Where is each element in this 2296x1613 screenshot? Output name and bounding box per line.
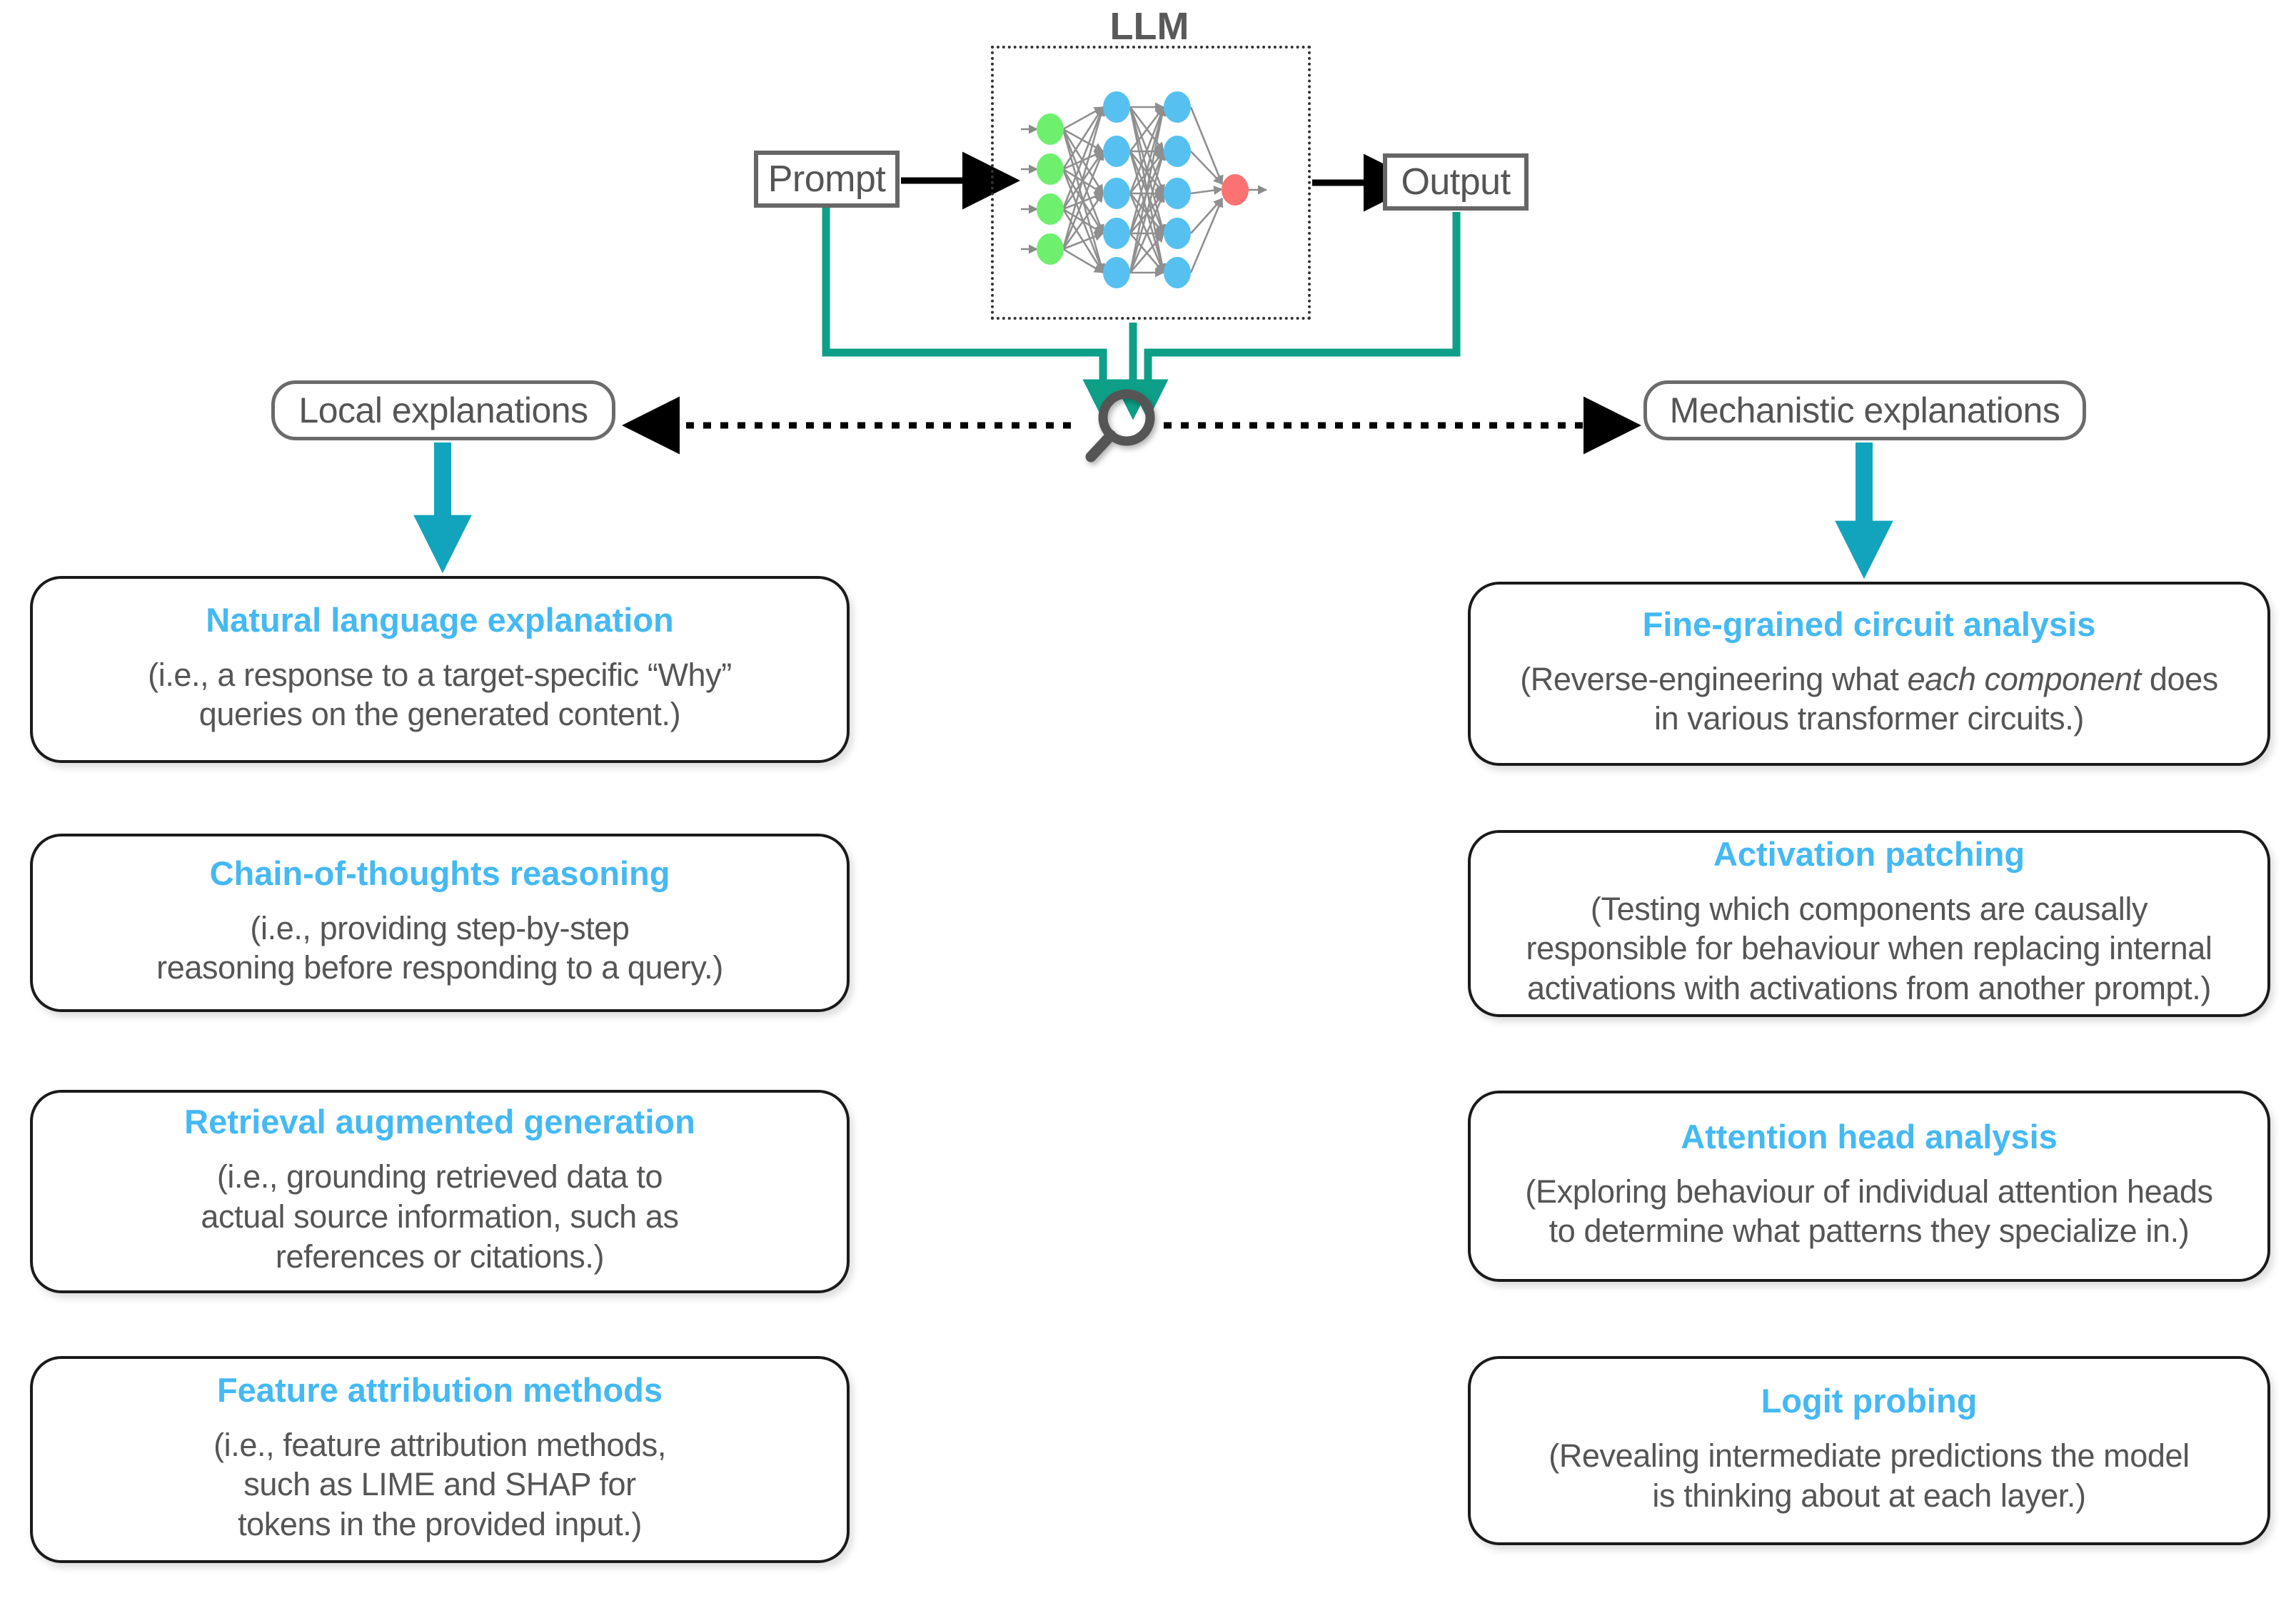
card-logit-probing[interactable]: Logit probing (Revealing intermediate pr… [1468,1356,2270,1545]
magnifying-glass-icon [1085,389,1155,462]
card-description: (Reverse-engineering what each component… [1520,660,2218,737]
card-description: (Testing which components are causally r… [1526,890,2212,1007]
branch-label-local-explanations[interactable]: Local explanations [271,380,615,440]
card-title: Natural language explanation [206,600,674,639]
card-description: (i.e., a response to a target-specific “… [148,656,732,733]
prompt-box[interactable]: Prompt [754,151,900,208]
card-feature-attribution-methods[interactable]: Feature attribution methods (i.e., featu… [30,1356,850,1563]
card-fine-grained-circuit-analysis[interactable]: Fine-grained circuit analysis (Reverse-e… [1468,582,2270,766]
card-description: (i.e., feature attribution methods, such… [213,1426,666,1543]
card-title: Chain-of-thoughts reasoning [209,854,670,892]
card-title: Activation patching [1713,835,2025,873]
card-title: Retrieval augmented generation [184,1103,695,1141]
llm-container-box [991,46,1311,320]
card-title: Fine-grained circuit analysis [1642,605,2096,643]
card-title: Feature attribution methods [216,1370,663,1409]
card-description: (i.e., grounding retrieved data to actua… [201,1158,679,1275]
card-retrieval-augmented-generation[interactable]: Retrieval augmented generation (i.e., gr… [30,1090,850,1293]
branch-down-arrows [413,443,1893,580]
card-natural-language-explanation[interactable]: Natural language explanation (i.e., a re… [30,576,850,763]
llm-title: LLM [1109,5,1189,48]
card-chain-of-thoughts-reasoning[interactable]: Chain-of-thoughts reasoning (i.e., provi… [30,834,850,1012]
output-box[interactable]: Output [1383,153,1529,211]
card-description: (Exploring behaviour of individual atten… [1525,1173,2213,1250]
card-title: Attention head analysis [1681,1117,2058,1156]
card-title: Logit probing [1761,1382,1978,1420]
card-attention-head-analysis[interactable]: Attention head analysis (Exploring behav… [1468,1091,2270,1282]
card-description: (i.e., providing step-by-step reasoning … [156,909,723,986]
card-description: (Revealing intermediate predictions the … [1549,1437,2190,1514]
card-activation-patching[interactable]: Activation patching (Testing which compo… [1468,830,2270,1017]
branch-label-mechanistic-explanations[interactable]: Mechanistic explanations [1643,380,2086,440]
